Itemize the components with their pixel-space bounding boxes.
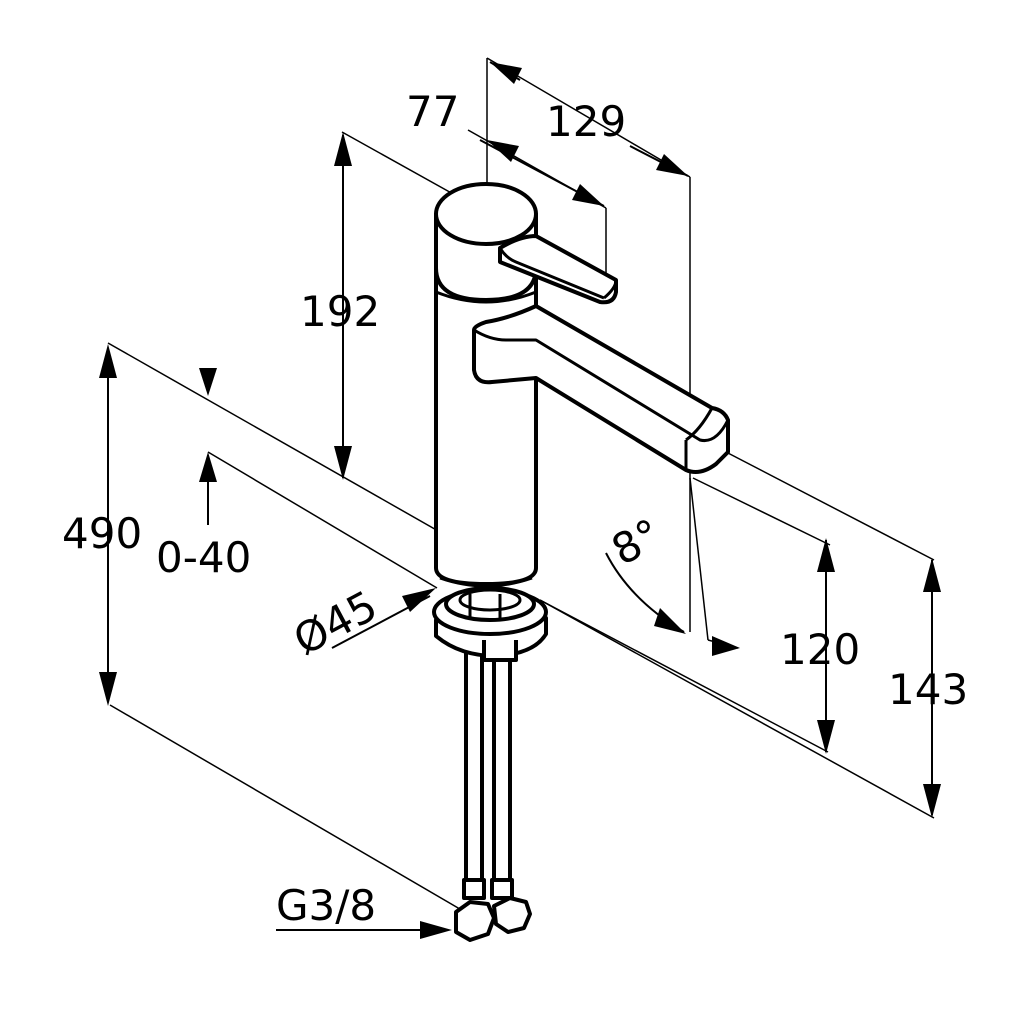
label-spout-top-height: 143 — [888, 665, 968, 714]
extension-lines — [107, 57, 935, 913]
label-lever-offset: 77 — [406, 87, 459, 136]
mounting-base — [432, 586, 548, 662]
arrowheads — [99, 62, 941, 939]
label-deck-thickness: 0-40 — [156, 533, 251, 582]
label-spout-height: 120 — [780, 625, 860, 674]
label-base-diameter: Ø45 — [286, 581, 385, 665]
supply-hoses — [462, 638, 514, 900]
label-body-height: 192 — [300, 287, 380, 336]
label-height-total: 490 — [62, 509, 142, 558]
lever-handle — [498, 234, 618, 305]
spout — [472, 304, 730, 474]
label-spout-reach: 129 — [546, 97, 626, 146]
label-hose-connection: G3/8 — [276, 881, 376, 930]
hose-nuts — [454, 896, 532, 942]
faucet — [432, 182, 730, 942]
faucet-cap — [434, 182, 538, 302]
dimension-labels: 490 0-40 192 77 129 Ø45 8° 120 143 G3/8 — [62, 87, 968, 930]
